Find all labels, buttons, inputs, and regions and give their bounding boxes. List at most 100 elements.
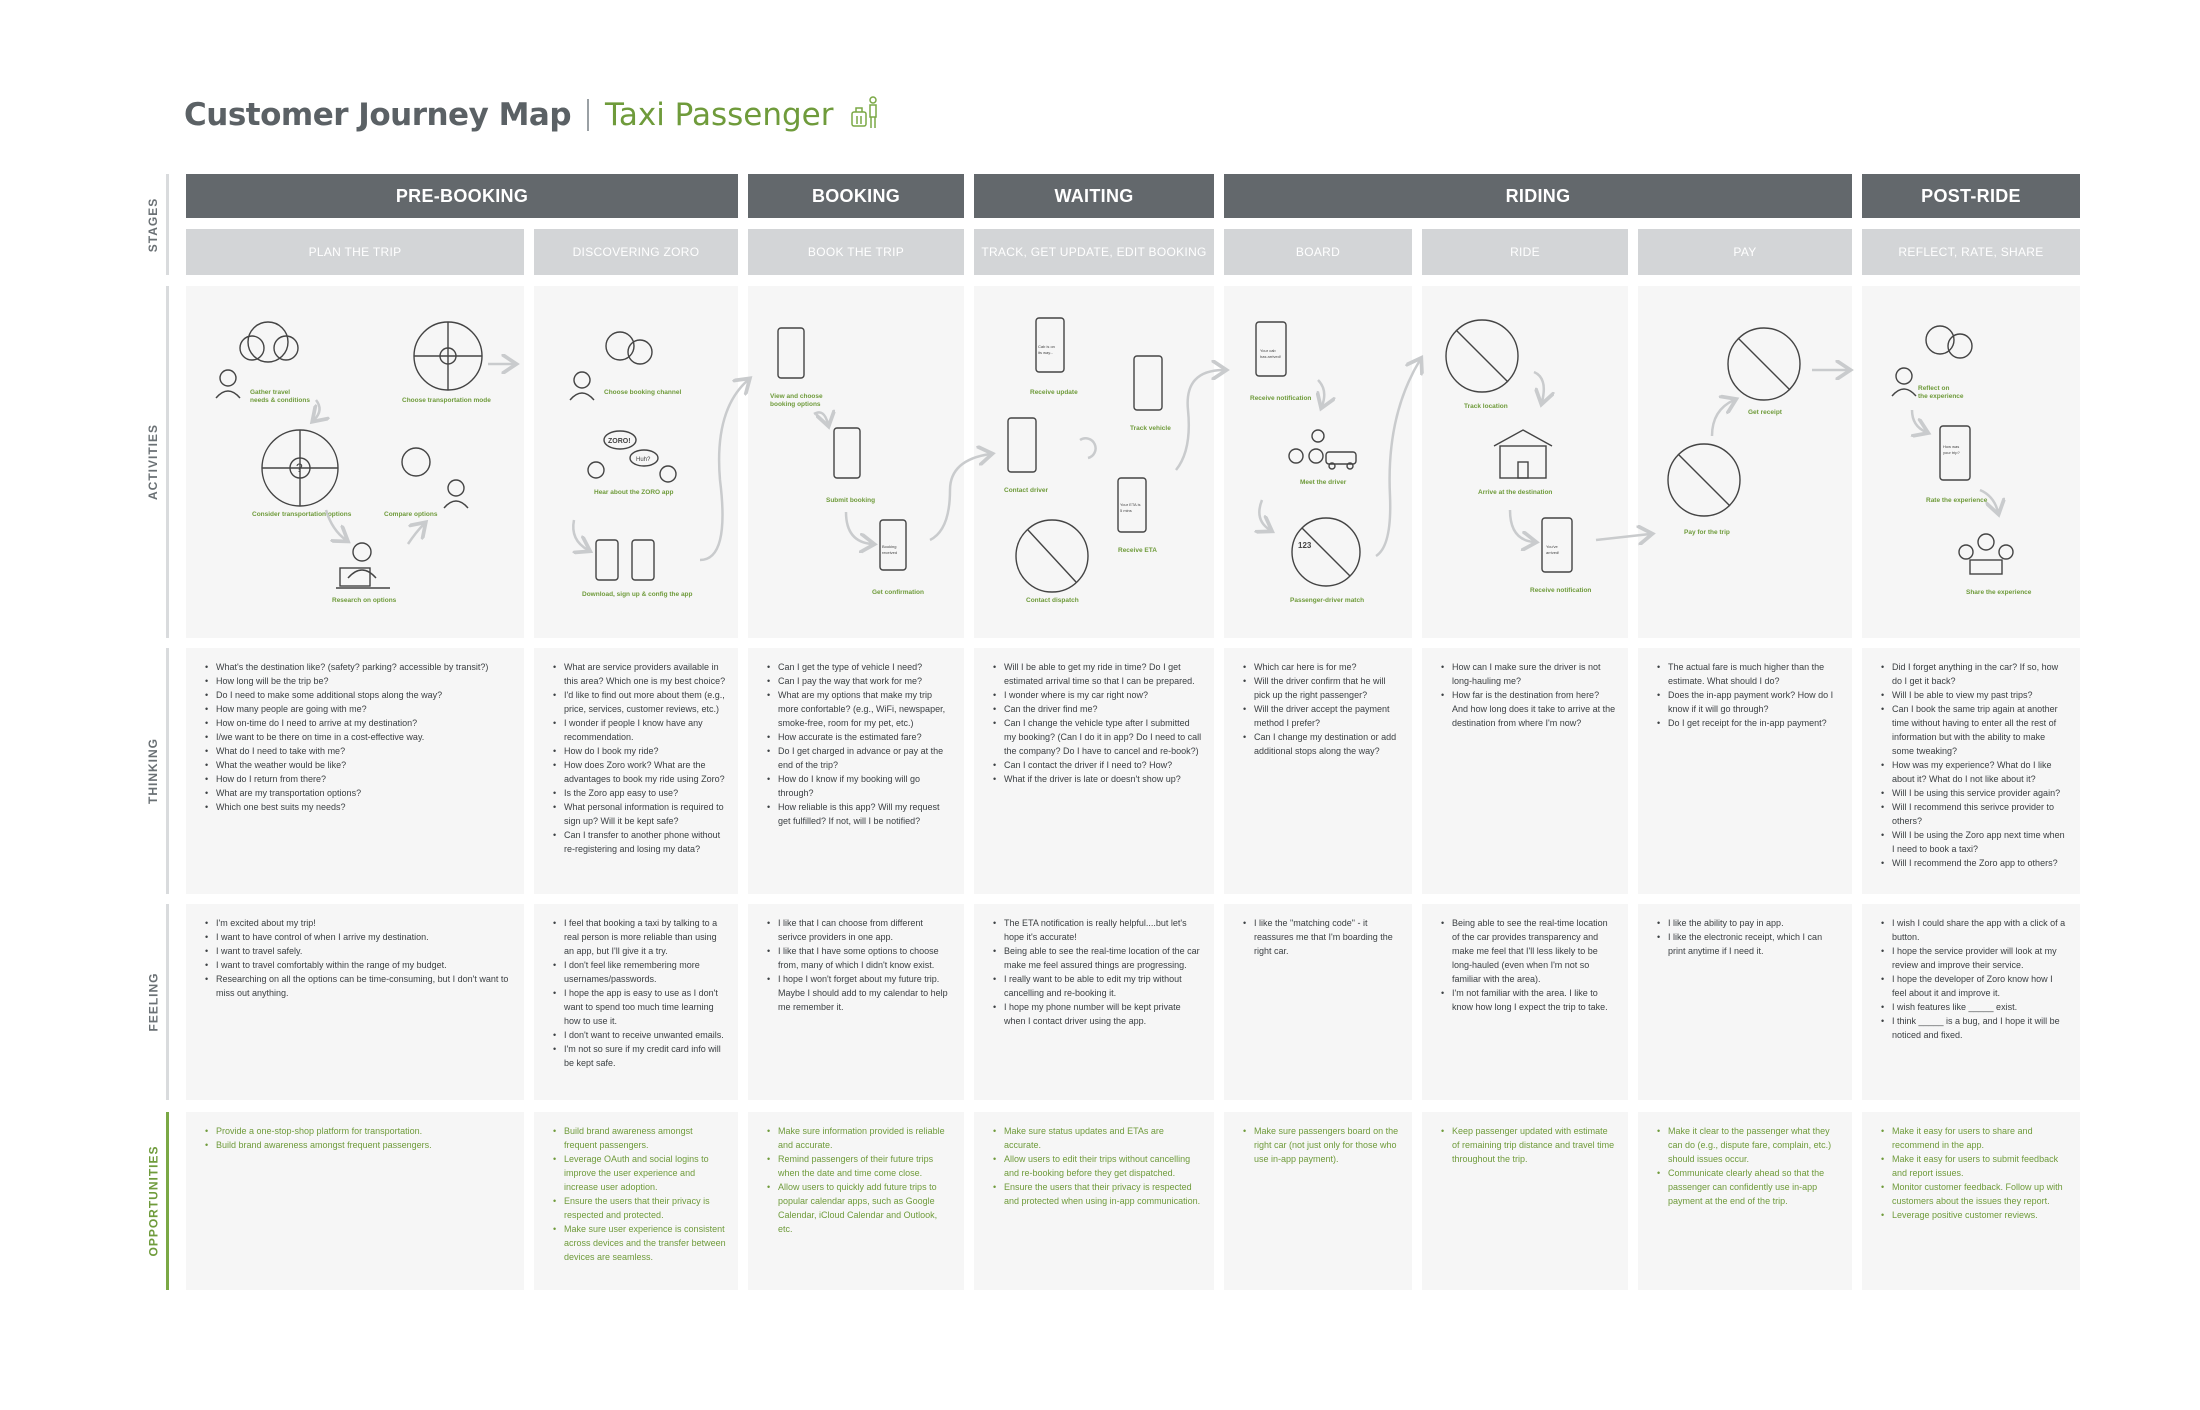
activity-label-match: Passenger-driver match [1290, 597, 1364, 604]
svg-text:Your cab: Your cab [1260, 348, 1276, 353]
feeling-list: The ETA notification is really helpful..… [974, 904, 1214, 1028]
opportunities-cell: Make sure status updates and ETAs are ac… [974, 1112, 1214, 1290]
thinking-item: Will I be able to view my past trips? [1881, 688, 2068, 702]
rate-experience-phone-icon: How was your trip? [1939, 425, 1971, 481]
feeling-item: I like the electronic receipt, which I c… [1657, 930, 1840, 958]
thinking-list: How can I make sure the driver is not lo… [1422, 648, 1628, 730]
opportunities-item: Make it easy for users to submit feedbac… [1881, 1152, 2068, 1180]
feeling-cell: The ETA notification is really helpful..… [974, 904, 1214, 1100]
activity-label-reflect: Reflect on [1918, 385, 1949, 392]
activities-book-the-trip [748, 286, 964, 638]
thinking-list: What are service providers available in … [534, 648, 738, 856]
row-divider-stages [166, 174, 169, 275]
feeling-item: I'm excited about my trip! [205, 916, 512, 930]
thinking-item: Can I get the type of vehicle I need? [767, 660, 952, 674]
feeling-list: I like that I can choose from different … [748, 904, 964, 1014]
thinking-item: Will the driver confirm that he will pic… [1243, 674, 1400, 702]
feeling-item: I like the "matching code" - it reassure… [1243, 916, 1400, 958]
feeling-item: I hope my phone number will be kept priv… [993, 1000, 1202, 1028]
row-divider-activities [166, 286, 169, 638]
svg-text:your trip?: your trip? [1943, 450, 1960, 455]
opportunities-item: Make it clear to the passenger what they… [1657, 1124, 1840, 1166]
thinking-item: I'd like to find out more about them (e.… [553, 688, 726, 716]
thinking-item: Can I contact the driver if I need to? H… [993, 758, 1202, 772]
activity-label-consider: Consider transportation options [252, 511, 352, 518]
activity-label-compare: Compare options [384, 511, 438, 518]
feeling-item: I'm not so sure if my credit card info w… [553, 1042, 726, 1070]
thinking-item: What the weather would be like? [205, 758, 512, 772]
opportunities-list: Build brand awareness amongst frequent p… [534, 1112, 738, 1264]
thinking-list: Can I get the type of vehicle I need?Can… [748, 648, 964, 828]
thinking-item: Will I recommend the Zoro app to others? [1881, 856, 2068, 870]
feeling-item: I want to travel comfortably within the … [205, 958, 512, 972]
opportunities-list: Make it clear to the passenger what they… [1638, 1112, 1852, 1208]
thinking-cell: What are service providers available in … [534, 648, 738, 894]
activity-label-contact-driver: Contact driver [1004, 487, 1049, 494]
activity-label-view-options-2: booking options [770, 401, 821, 408]
activity-label-get-receipt: Get receipt [1748, 409, 1783, 416]
opportunities-item: Make sure user experience is consistent … [553, 1222, 726, 1264]
thinking-item: I wonder where is my car right now? [993, 688, 1202, 702]
activity-label-gather-2: needs & conditions [250, 397, 310, 404]
research-laptop-icon [336, 542, 390, 589]
refresh-icon [1079, 437, 1097, 460]
opportunities-item: Build brand awareness amongst frequent p… [205, 1138, 512, 1152]
thinking-item: What do I need to take with me? [205, 744, 512, 758]
opportunities-item: Keep passenger updated with estimate of … [1441, 1124, 1616, 1166]
thinking-item: How far is the destination from here? An… [1441, 688, 1616, 730]
opportunities-cell: Build brand awareness amongst frequent p… [534, 1112, 738, 1290]
svg-text:123: 123 [1298, 541, 1312, 550]
opportunities-list: Make it easy for users to share and reco… [1862, 1112, 2080, 1222]
opportunities-list: Make sure status updates and ETAs are ac… [974, 1112, 1214, 1208]
thinking-list: The actual fare is much higher than the … [1638, 648, 1852, 730]
thinking-item: What personal information is required to… [553, 800, 726, 828]
thinking-item: Will I be able to get my ride in time? D… [993, 660, 1202, 688]
thinking-item: What are my options that make my trip mo… [767, 688, 952, 730]
thinking-list: What's the destination like? (safety? pa… [186, 648, 524, 814]
activity-label-rate: Rate the experience [1926, 497, 1988, 504]
booking-options-phone-icon [777, 327, 805, 379]
feeling-item: I wish features like _____ exist. [1881, 1000, 2068, 1014]
feeling-item: I think _____ is a bug, and I hope it wi… [1881, 1014, 2068, 1042]
opportunities-item: Make sure passengers board on the right … [1243, 1124, 1400, 1166]
opportunities-list: Make sure information provided is reliab… [748, 1112, 964, 1236]
feeling-item: I want to have control of when I arrive … [205, 930, 512, 944]
thinking-item: I wonder if people I know have any recom… [553, 716, 726, 744]
feeling-item: I hope I won't forget about my future tr… [767, 972, 952, 1014]
thinking-item: How do I return from there? [205, 772, 512, 786]
feeling-item: I hope the developer of Zoro know how I … [1881, 972, 2068, 1000]
feeling-item: I don't want to receive unwanted emails. [553, 1028, 726, 1042]
thinking-item: What are service providers available in … [553, 660, 726, 688]
thinking-item: Do I get charged in advance or pay at th… [767, 744, 952, 772]
feeling-cell: I feel that booking a taxi by talking to… [534, 904, 738, 1100]
download-phone-icon [595, 539, 655, 581]
page-title: Customer Journey Map Taxi Passenger [184, 92, 883, 138]
thinking-list: Will I be able to get my ride in time? D… [974, 648, 1214, 786]
feeling-item: Researching on all the options can be ti… [205, 972, 512, 1000]
track-location-icon [1445, 319, 1519, 393]
activity-label-arrive: Arrive at the destination [1478, 489, 1552, 496]
activity-label-download: Download, sign up & config the app [582, 591, 693, 598]
activity-label-track-vehicle: Track vehicle [1130, 425, 1171, 432]
substage-book-the-trip: BOOK THE TRIP [748, 229, 964, 275]
thinking-cell: Can I get the type of vehicle I need?Can… [748, 648, 964, 894]
opportunities-cell: Provide a one-stop-shop platform for tra… [186, 1112, 524, 1290]
thinking-item: The actual fare is much higher than the … [1657, 660, 1840, 688]
thinking-cell: The actual fare is much higher than the … [1638, 648, 1852, 894]
opportunities-item: Communicate clearly ahead so that the pa… [1657, 1166, 1840, 1208]
activity-label-share: Share the experience [1966, 589, 2032, 596]
svg-text:ZORO!: ZORO! [608, 438, 631, 445]
svg-text:has arrived!: has arrived! [1260, 354, 1281, 359]
thinking-item: What are my transportation options? [205, 786, 512, 800]
feeling-item: I don't feel like remembering more usern… [553, 958, 726, 986]
stage-booking: BOOKING [748, 174, 964, 218]
activity-label-view-options: View and choose [770, 393, 823, 400]
booking-channel-icon [569, 331, 653, 401]
row-divider-opportunities [166, 1112, 169, 1290]
opportunities-item: Monitor customer feedback. Follow up wit… [1881, 1180, 2068, 1208]
thinking-item: Is the Zoro app easy to use? [553, 786, 726, 800]
thinking-item: How was my experience? What do I like ab… [1881, 758, 2068, 786]
arrived-notification-phone-icon: You've arrived! [1541, 517, 1573, 573]
opportunities-item: Allow users to edit their trips without … [993, 1152, 1202, 1180]
opportunities-cell: Make sure information provided is reliab… [748, 1112, 964, 1290]
